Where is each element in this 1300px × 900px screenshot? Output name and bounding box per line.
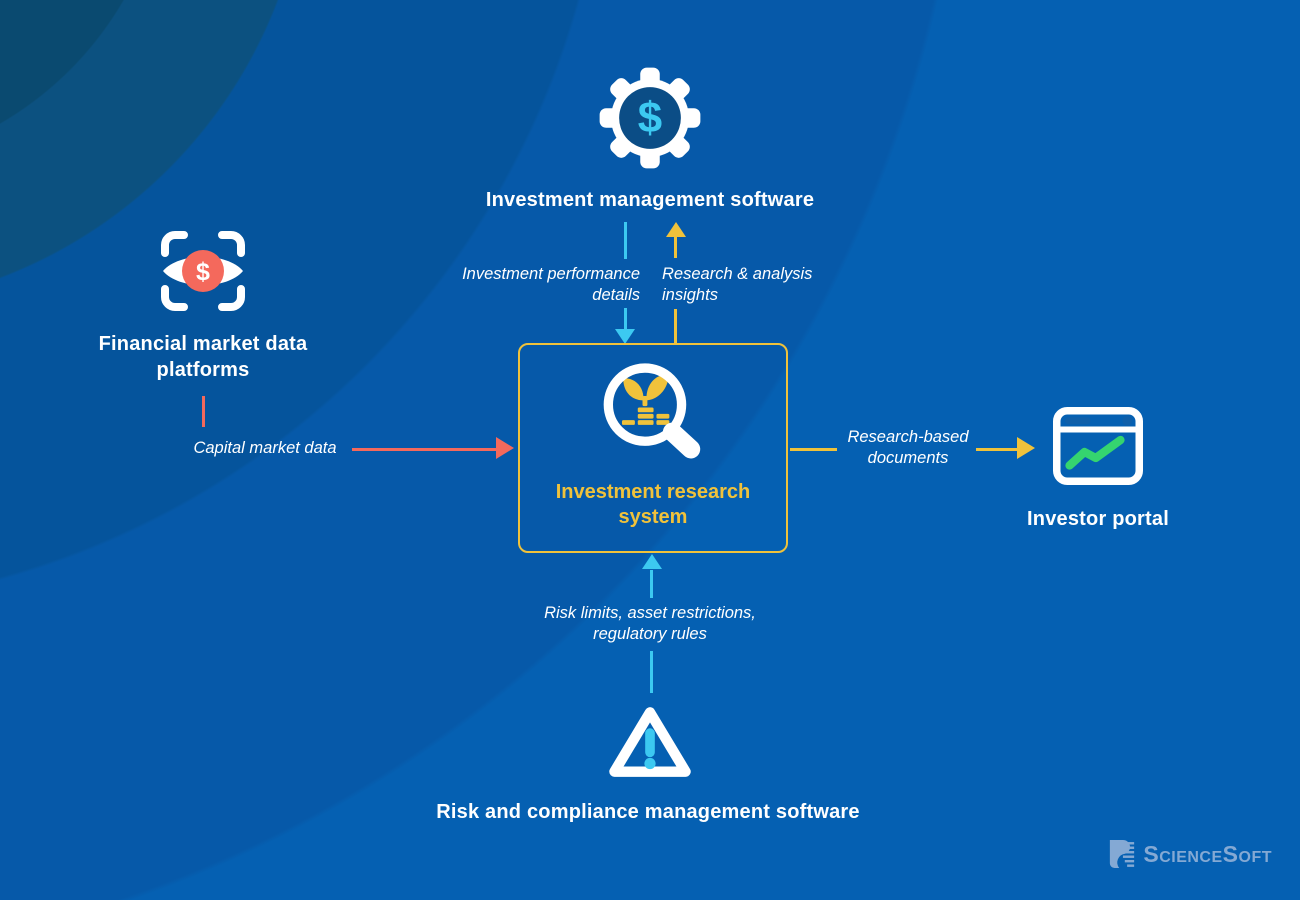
risk-arrow-line-lower — [649, 651, 653, 693]
flow-label-performance: Investment performance details — [462, 265, 640, 304]
performance-arrow-line-lower — [623, 308, 627, 331]
risk-arrowhead-up-icon — [642, 554, 662, 569]
node-investment-research-system: Investment research system — [518, 343, 788, 553]
capital-arrowhead-right-icon — [496, 437, 514, 459]
capital-connector-line — [201, 396, 205, 427]
capital-arrow-line — [352, 447, 496, 451]
node-title-investor-portal: Investor portal — [1027, 508, 1169, 530]
documents-arrow-line-right — [976, 447, 1017, 451]
performance-arrow-line-upper — [623, 222, 627, 259]
gear-dollar-glyph: $ — [638, 94, 662, 143]
node-title-risk-compliance: Risk and compliance management software — [436, 801, 860, 823]
risk-arrow-line-upper — [649, 570, 653, 598]
warning-triangle-icon — [607, 702, 693, 787]
eye-dollar-scan-icon: $ — [160, 227, 246, 320]
insights-arrow-line-upper — [673, 236, 677, 258]
performance-arrowhead-down-icon — [615, 329, 635, 344]
sciencesoft-logo-mark-icon — [1110, 839, 1135, 868]
gear-dollar-icon: $ — [598, 66, 702, 175]
insights-arrowhead-up-icon — [666, 222, 686, 237]
insights-arrow-line-lower — [673, 309, 677, 345]
magnifier-growth-icon — [599, 363, 711, 480]
sciencesoft-logo: ScienceSoft — [1108, 838, 1272, 870]
node-title-investment-management: Investment management software — [485, 189, 815, 211]
flow-label-capital: Capital market data — [193, 439, 337, 457]
eye-dollar-glyph: $ — [196, 258, 210, 286]
node-title-financial-market-data: Financial market data platforms — [98, 333, 308, 381]
documents-arrow-line-left — [790, 447, 837, 451]
browser-chart-icon — [1053, 407, 1143, 490]
flow-label-insights: Research & analysis insights — [662, 265, 813, 304]
sciencesoft-logo-text: ScienceSoft — [1143, 840, 1272, 867]
flow-label-risk-rules: Risk limits, asset restrictions, regulat… — [544, 604, 756, 643]
documents-arrowhead-right-icon — [1017, 437, 1035, 459]
flow-label-documents: Research-based documents — [847, 428, 969, 467]
node-title-investment-research: Investment research system — [555, 481, 751, 528]
